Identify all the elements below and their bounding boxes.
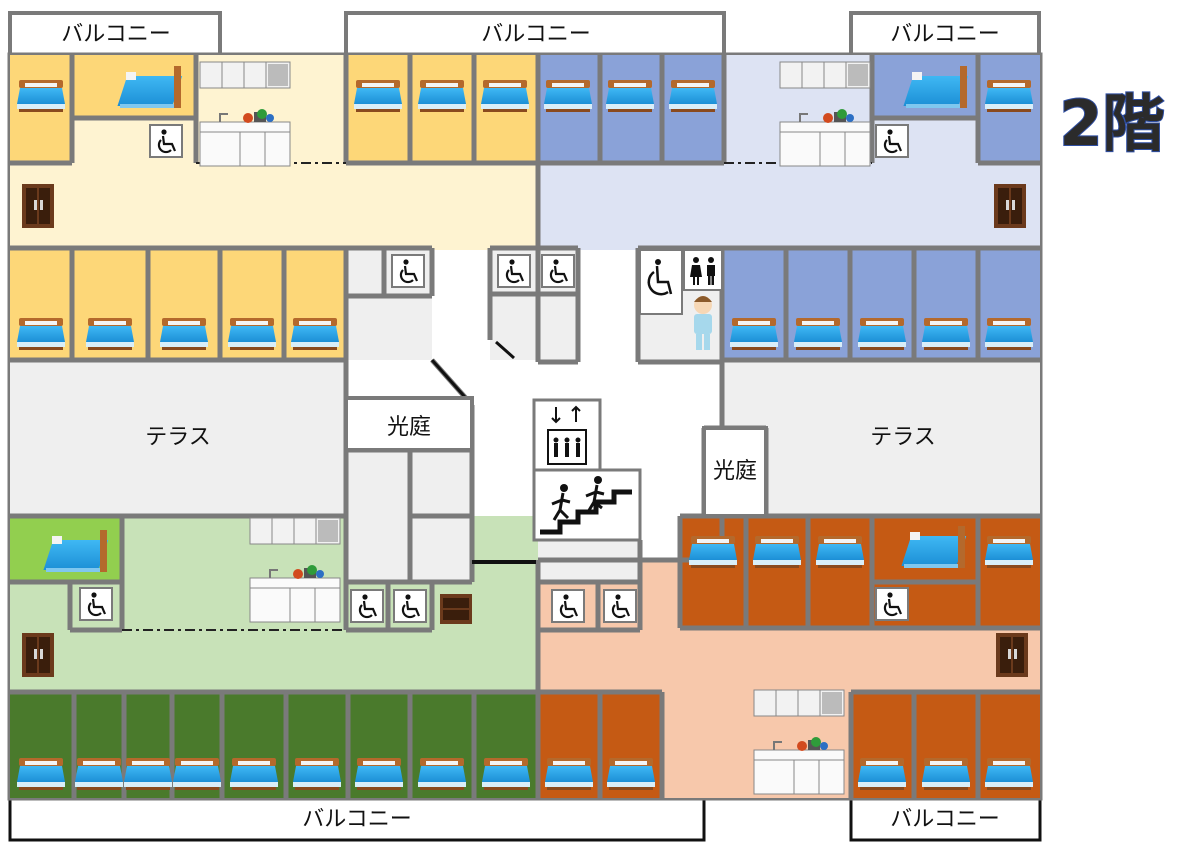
bed-icon	[17, 80, 65, 112]
bed-icon	[816, 536, 864, 568]
balcony-label-top-right: バルコニー	[890, 22, 1000, 47]
bottom-balconies	[8, 798, 1042, 842]
bed-icon	[291, 318, 339, 350]
bed-icon	[418, 80, 466, 112]
bed-icon	[230, 758, 278, 790]
bed-icon	[607, 758, 655, 790]
wheelchair-icon	[874, 586, 910, 622]
bed-icon	[858, 318, 906, 350]
stairs-icon	[540, 489, 632, 535]
bed-icon	[160, 318, 208, 350]
bed-icon	[753, 536, 801, 568]
light-court-center	[344, 396, 474, 452]
wheelchair-icon	[540, 253, 576, 289]
bed-icon	[858, 758, 906, 790]
wheelchair-icon	[550, 588, 586, 624]
bed-icon	[545, 758, 593, 790]
nurse-icon	[694, 296, 712, 350]
balcony-label-bottom-left: バルコニー	[302, 807, 412, 832]
wheelchair-icon	[148, 123, 184, 159]
light-court-label-right: 光庭	[713, 459, 757, 484]
light-court-right	[702, 426, 768, 518]
bed-icon	[606, 80, 654, 112]
bed-icon	[482, 758, 530, 790]
cabinet-icon	[994, 184, 1026, 228]
bed-icon	[544, 80, 592, 112]
balcony-label-top-center: バルコニー	[481, 22, 591, 47]
wheelchair-icon	[349, 588, 385, 624]
restroom-icon	[690, 257, 715, 285]
cabinet-icon	[440, 594, 472, 624]
bed-icon	[86, 318, 134, 350]
terraces	[10, 360, 1040, 516]
bed-icon	[730, 318, 778, 350]
balcony-label-top-left: バルコニー	[61, 22, 171, 47]
floor-label: 2階	[1059, 87, 1164, 160]
bed-icon	[669, 80, 717, 112]
unit-yellow	[10, 55, 538, 360]
cabinet-icon	[22, 633, 54, 677]
bed-icon	[228, 318, 276, 350]
balcony-label-bottom-right: バルコニー	[890, 807, 1000, 832]
cabinets	[22, 184, 1028, 677]
bed-icon	[794, 318, 842, 350]
bed-icon	[355, 758, 403, 790]
bed-icon	[689, 536, 737, 568]
wheelchair-icon	[78, 586, 114, 622]
bed-icon	[173, 758, 221, 790]
stairs	[532, 468, 642, 542]
door-swing	[495, 340, 515, 360]
wheelchair-icon	[602, 588, 638, 624]
bed-icon	[17, 318, 65, 350]
bed-icon	[354, 80, 402, 112]
wheelchair-icon	[496, 253, 532, 289]
bed-icon	[985, 80, 1033, 112]
cabinet-icon	[22, 184, 54, 228]
staff-restroom	[639, 249, 723, 350]
wheelchair-icon	[392, 588, 428, 624]
elevator	[532, 398, 602, 472]
elevator-icon	[553, 437, 581, 457]
bed-icon	[418, 758, 466, 790]
terrace-label-left: テラス	[145, 425, 211, 450]
bed-icon	[75, 758, 123, 790]
bed-icon	[481, 80, 529, 112]
wheelchair-icon	[390, 253, 426, 289]
light-court-label-center: 光庭	[387, 415, 431, 440]
cabinet-icon	[996, 633, 1028, 677]
bed-icon	[17, 758, 65, 790]
bed-icon	[922, 758, 970, 790]
bed-icon	[124, 758, 172, 790]
bed-icon	[922, 318, 970, 350]
bed-icon	[985, 318, 1033, 350]
balconies	[8, 11, 1041, 57]
wheelchair-icon	[874, 123, 910, 159]
bed-icon	[985, 758, 1033, 790]
bed-icon	[293, 758, 341, 790]
terrace-label-right: テラス	[870, 425, 936, 450]
wheelchair-icon	[647, 259, 673, 296]
bed-icon	[985, 536, 1033, 568]
